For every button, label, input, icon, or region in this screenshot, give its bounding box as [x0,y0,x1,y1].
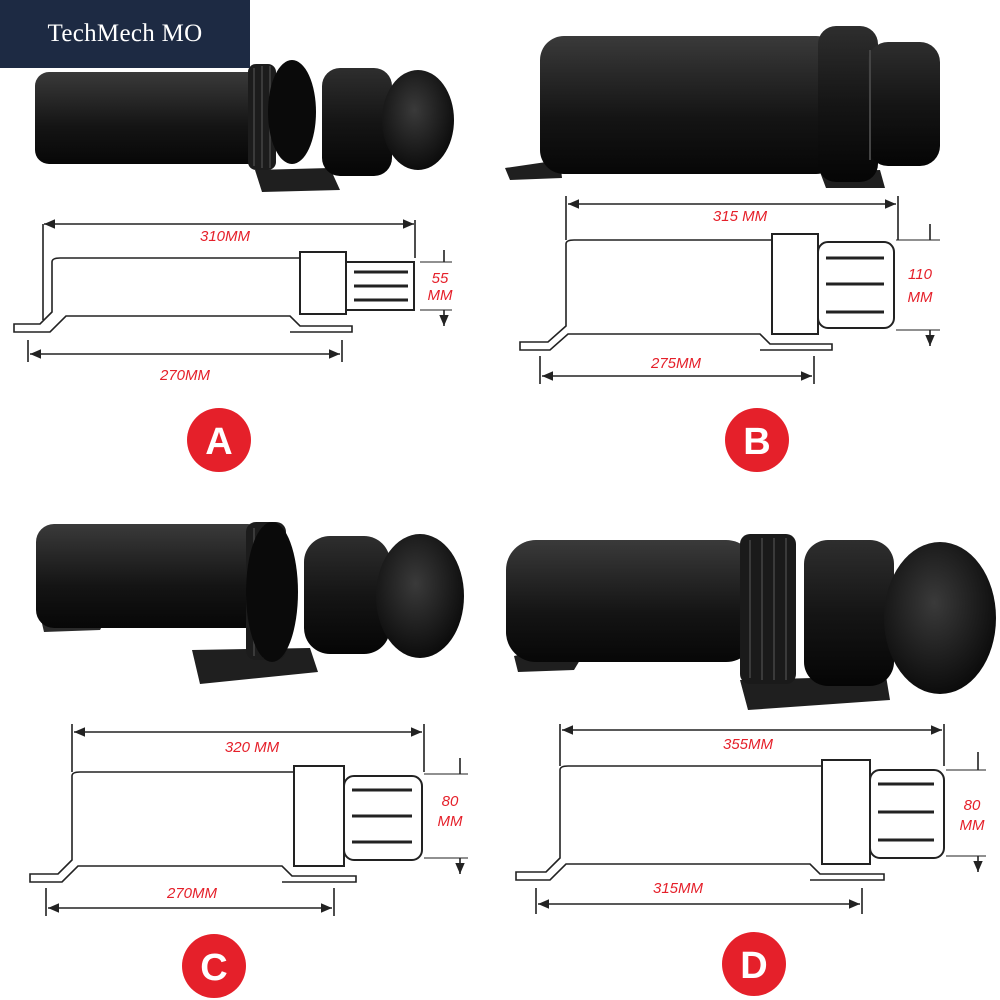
product-photo-b [505,26,940,188]
diameter-label-c-line1: 80 [442,793,459,810]
badge-d: D [722,932,786,996]
total-length-label-d: 355MM [723,736,774,753]
diameter-label-a-line1: 55 [432,270,449,287]
diameter-label-c-line2: MM [438,813,463,830]
diameter-label-a-line2: MM [428,287,453,304]
panel-a: 310MM 55 MM 270MM A [13,60,454,472]
dimension-drawing-c [29,724,468,916]
badge-a: A [187,408,251,472]
dimension-drawing-d [515,724,986,914]
panel-c: 320 MM 80 MM 270MM C [29,522,468,998]
mount-length-label-d: 315MM [653,880,704,897]
diameter-label-d-line2: MM [960,817,985,834]
diameter-label-b-line2: MM [908,289,933,306]
mount-length-label-c: 270MM [166,885,218,902]
panel-b: 315 MM 110 MM 275MM B [505,26,940,472]
svg-text:B: B [743,421,770,463]
mount-length-label-b: 275MM [650,355,702,372]
total-length-label-b: 315 MM [713,208,768,225]
product-photo-a [35,60,454,192]
brand-watermark: TechMech MO [0,0,250,68]
svg-text:A: A [205,421,232,463]
svg-text:C: C [200,947,227,989]
mount-length-label-a: 270MM [159,367,211,384]
product-photo-c [36,522,464,684]
badge-c: C [182,934,246,998]
dimension-drawing-b [519,196,940,384]
dimension-drawing-a [13,219,452,362]
brand-name: TechMech MO [47,20,203,47]
diameter-label-d-line1: 80 [964,797,981,814]
panel-d: 355MM 80 MM 315MM D [506,534,996,996]
product-photo-d [506,534,996,710]
diameter-label-b-line1: 110 [908,266,933,283]
badge-b: B [725,408,789,472]
total-length-label-c: 320 MM [225,739,280,756]
svg-text:D: D [740,945,767,987]
total-length-label-a: 310MM [200,228,251,245]
